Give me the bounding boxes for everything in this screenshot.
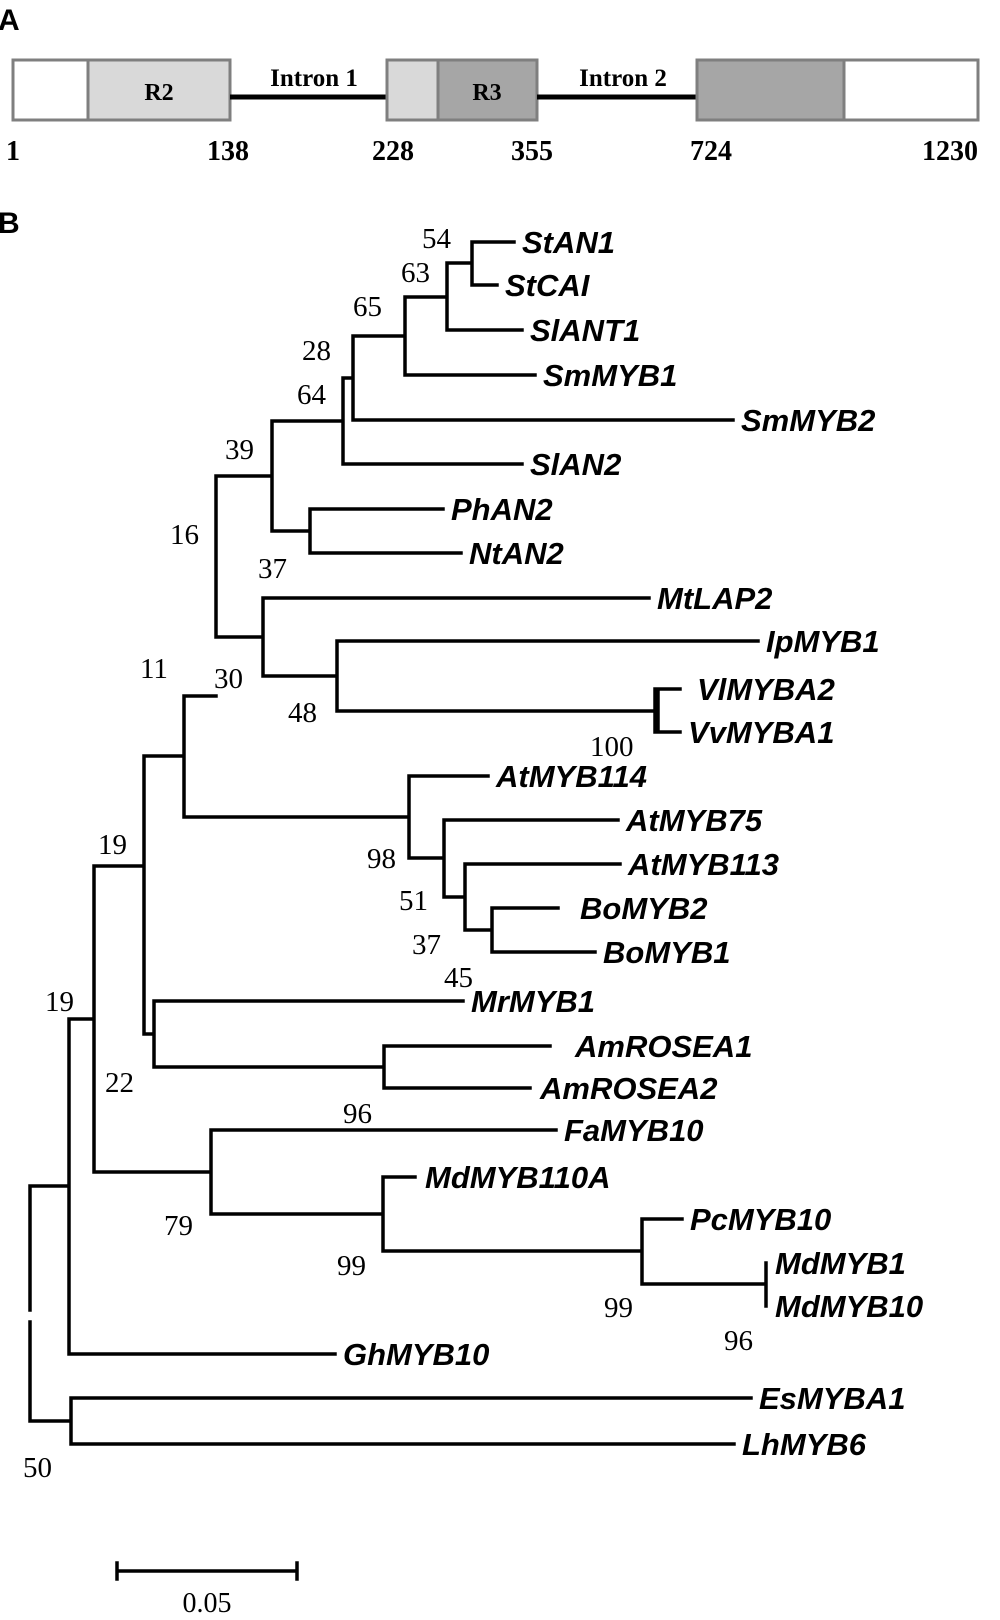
scale-bar-line <box>115 1561 299 1581</box>
panel-a-letter: A <box>0 4 20 37</box>
position-label: 1 <box>6 136 20 167</box>
taxon-label: VlMYBA2 <box>697 672 835 707</box>
taxon-label: MdMYB1 <box>775 1246 906 1281</box>
bootstrap-value: 54 <box>422 223 452 255</box>
bootstrap-value: 37 <box>258 553 287 585</box>
taxon-label: AtMYB75 <box>625 803 763 838</box>
taxon-label: PcMYB10 <box>690 1202 831 1237</box>
bootstrap-value: 99 <box>337 1250 366 1282</box>
taxon-label: AtMYB114 <box>495 759 647 794</box>
position-label: 355 <box>511 136 553 167</box>
taxon-label: BoMYB1 <box>603 935 730 970</box>
taxon-label: StAN1 <box>522 225 615 260</box>
exon2-left-region <box>385 58 440 122</box>
panel-b: B StAN1 StCAI SlANT1 SmMYB1 SmMYB2 SlAN2… <box>0 207 923 1484</box>
r2-label: R2 <box>144 80 173 106</box>
bootstrap-value: 39 <box>225 434 254 466</box>
bootstrap-value: 79 <box>164 1210 193 1242</box>
bootstrap-value: 48 <box>288 697 317 729</box>
position-label: 228 <box>372 136 414 167</box>
r3-label: R3 <box>472 80 501 106</box>
taxon-label: MrMYB1 <box>471 984 595 1019</box>
exon3-dark-region <box>695 58 846 122</box>
intron-2-label: Intron 2 <box>579 65 667 92</box>
bootstrap-value: 16 <box>170 519 199 551</box>
taxon-label: SmMYB1 <box>543 358 677 393</box>
taxon-label: AmROSEA2 <box>539 1071 717 1106</box>
bootstrap-value: 96 <box>343 1098 372 1130</box>
bootstrap-value: 96 <box>724 1325 753 1357</box>
bootstrap-value: 51 <box>399 885 428 917</box>
taxon-label: IpMYB1 <box>766 624 880 659</box>
taxon-label: PhAN2 <box>451 492 553 527</box>
taxon-label: StCAI <box>505 268 591 303</box>
intron-1-label: Intron 1 <box>270 65 358 92</box>
exon1-left-region <box>11 58 90 122</box>
taxon-label: AmROSEA1 <box>574 1029 752 1064</box>
position-label: 1230 <box>922 136 978 167</box>
taxon-label: BoMYB2 <box>580 891 707 926</box>
taxon-label: SlAN2 <box>530 447 621 482</box>
taxon-label: SmMYB2 <box>741 403 875 438</box>
taxon-label: FaMYB10 <box>564 1113 704 1148</box>
bootstrap-value: 22 <box>105 1067 134 1099</box>
bootstrap-value: 45 <box>444 962 473 994</box>
taxon-label: SlANT1 <box>530 313 640 348</box>
bootstrap-value: 37 <box>412 929 441 961</box>
bootstrap-value: 98 <box>367 843 396 875</box>
panel-a: A R2 Intron 1 R3 Intron 2 1 138 228 355 … <box>0 4 980 167</box>
scale-bar-label: 0.05 <box>183 1588 232 1619</box>
bootstrap-value: 28 <box>302 335 331 367</box>
taxon-label: GhMYB10 <box>343 1337 489 1372</box>
taxon-label: MtLAP2 <box>657 581 772 616</box>
scale-bar: 0.05 <box>115 1561 299 1619</box>
bootstrap-value: 19 <box>45 986 74 1018</box>
bootstrap-value: 50 <box>23 1452 52 1484</box>
panel-b-letter: B <box>0 207 20 240</box>
bootstrap-value: 11 <box>140 653 168 685</box>
taxon-label: EsMYBA1 <box>759 1381 905 1416</box>
exon3-right-region <box>842 58 980 122</box>
taxon-label: LhMYB6 <box>742 1427 867 1462</box>
bootstrap-value: 63 <box>401 257 430 289</box>
bootstrap-value: 99 <box>604 1292 633 1324</box>
taxon-label: MdMYB110A <box>425 1160 610 1195</box>
taxon-label: AtMYB113 <box>627 847 779 882</box>
taxon-label: MdMYB10 <box>775 1289 923 1324</box>
r2-domain <box>86 58 232 122</box>
bootstrap-value: 19 <box>98 829 127 861</box>
position-label: 138 <box>207 136 249 167</box>
position-label: 724 <box>690 136 732 167</box>
taxon-label: NtAN2 <box>469 536 564 571</box>
r3-domain <box>436 58 539 122</box>
tree-branches <box>28 240 768 1446</box>
bootstrap-value: 100 <box>590 731 634 763</box>
taxon-label: VvMYBA1 <box>688 715 834 750</box>
bootstrap-value: 65 <box>353 291 382 323</box>
bootstrap-value: 30 <box>214 663 243 695</box>
bootstrap-value: 64 <box>297 379 327 411</box>
